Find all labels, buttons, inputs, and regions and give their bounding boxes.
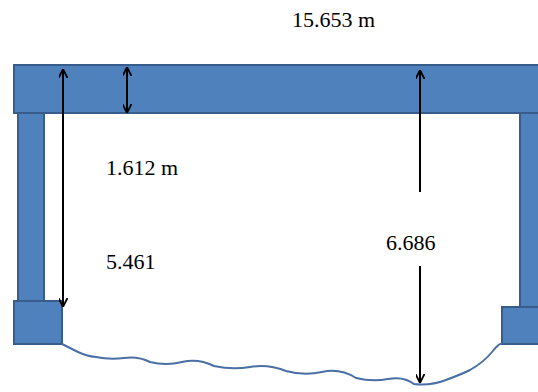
clearance-dimension-lower: [419, 266, 421, 382]
ground-line: [62, 344, 502, 385]
depth-dimension-line: [126, 68, 128, 112]
depth-dimension: 1.612 m: [104, 156, 180, 180]
height-dimension-line: [62, 70, 64, 306]
deck-beam: [14, 65, 538, 113]
left-column: [18, 113, 44, 301]
clearance-dimension-upper: [419, 71, 421, 192]
right-footing: [502, 307, 538, 344]
right-column: [520, 113, 538, 307]
height-dimension: 5.461: [104, 250, 158, 274]
left-footing: [14, 301, 62, 344]
span-dimension: 15.653 m: [290, 8, 377, 32]
clearance-dimension: 6.686: [384, 231, 438, 255]
